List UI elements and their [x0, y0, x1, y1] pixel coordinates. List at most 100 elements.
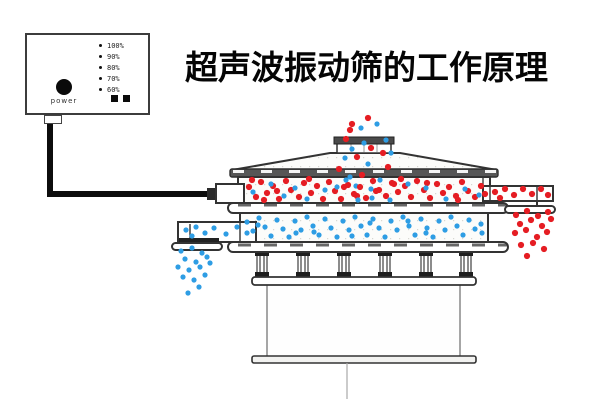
- screen-ring-lower: [227, 241, 509, 253]
- indicator-dot-icon: [99, 88, 102, 91]
- lower-chamber-fine-particle: [286, 234, 292, 240]
- upper-chamber-coarse-particle: [413, 177, 421, 185]
- right-discharge-coarse-particle: [533, 233, 541, 241]
- spring: [337, 251, 351, 277]
- upper-chamber-coarse-particle: [305, 175, 313, 183]
- left-discharge-fine-particle: [193, 259, 199, 265]
- screen-ring-upper: [227, 202, 509, 214]
- upper-chamber-fine-particle: [292, 185, 298, 191]
- upper-chamber-coarse-particle: [252, 193, 260, 201]
- upper-chamber-fine-particle: [368, 186, 374, 192]
- lower-chamber-fine-particle: [349, 233, 355, 239]
- right-discharge-coarse-particle: [511, 229, 519, 237]
- right-discharge-coarse-particle: [547, 215, 555, 223]
- upper-chamber-coarse-particle: [477, 182, 485, 190]
- right-outlet-coarse-particle: [544, 191, 552, 199]
- right-outlet-coarse-particle: [528, 190, 536, 198]
- feed-stream-particle: [348, 120, 356, 128]
- left-outlet-fine-particle: [202, 230, 208, 236]
- feed-stream-particle: [335, 165, 343, 173]
- left-outlet-fine-particle: [244, 230, 250, 236]
- upper-chamber-coarse-particle: [388, 179, 396, 187]
- lower-chamber-fine-particle: [412, 232, 418, 238]
- left-outlet-fine-particle: [183, 227, 189, 233]
- level-row: 60%: [99, 84, 124, 95]
- upper-chamber-coarse-particle: [481, 190, 489, 198]
- upper-chamber-coarse-particle: [260, 196, 268, 204]
- right-discharge-coarse-particle: [529, 239, 537, 247]
- left-discharge-fine-particle: [189, 245, 195, 251]
- level-label: 90%: [107, 52, 120, 61]
- right-discharge-coarse-particle: [543, 228, 551, 236]
- left-discharge-fine-particle: [175, 264, 181, 270]
- feed-stream-particle: [361, 140, 367, 146]
- feed-stream-particle: [358, 125, 364, 131]
- lower-chamber-fine-particle: [274, 217, 280, 223]
- lower-chamber-fine-particle: [418, 216, 424, 222]
- ultrasonic-transducer: [215, 183, 245, 204]
- level-label: 60%: [107, 85, 120, 94]
- right-outlet-coarse-particle: [501, 185, 509, 193]
- left-outlet-fine-particle: [189, 233, 195, 239]
- lower-chamber-fine-particle: [304, 214, 310, 220]
- lower-chamber-fine-particle: [460, 232, 466, 238]
- right-discharge-coarse-particle: [522, 226, 530, 234]
- feed-stream-particle: [364, 114, 372, 122]
- left-discharge-fine-particle: [185, 290, 191, 296]
- upper-chamber-fine-particle: [476, 192, 482, 198]
- lower-chamber-fine-particle: [250, 228, 256, 234]
- upper-chamber-coarse-particle: [458, 178, 466, 186]
- left-outlet-fine-particle: [211, 225, 217, 231]
- lower-chamber-fine-particle: [472, 226, 478, 232]
- right-outlet-coarse-particle: [510, 191, 518, 199]
- upper-chamber-fine-particle: [355, 197, 361, 203]
- cable-socket: [44, 115, 62, 124]
- adjust-button-up[interactable]: [111, 95, 118, 102]
- right-outlet-coarse-particle: [491, 188, 499, 196]
- lower-chamber-fine-particle: [364, 232, 370, 238]
- adjust-button-down[interactable]: [123, 95, 130, 102]
- lower-chamber-fine-particle: [436, 218, 442, 224]
- left-discharge-fine-particle: [191, 277, 197, 283]
- upper-chamber-coarse-particle: [273, 187, 281, 195]
- lower-chamber-fine-particle: [424, 225, 430, 231]
- lower-chamber-fine-particle: [382, 234, 388, 240]
- lower-chamber-fine-particle: [340, 218, 346, 224]
- upper-chamber-fine-particle: [423, 185, 429, 191]
- right-outlet-coarse-particle: [519, 185, 527, 193]
- left-discharge-fine-particle: [202, 272, 208, 278]
- right-outlet-coarse-particle: [537, 185, 545, 193]
- lower-chamber-fine-particle: [298, 227, 304, 233]
- lower-chamber-fine-particle: [244, 219, 250, 225]
- lower-chamber-fine-particle: [316, 232, 322, 238]
- right-discharge-coarse-particle: [540, 245, 548, 253]
- upper-chamber-coarse-particle: [275, 195, 283, 203]
- upper-chamber-coarse-particle: [356, 183, 364, 191]
- upper-chamber-coarse-particle: [313, 182, 321, 190]
- power-knob[interactable]: [56, 79, 72, 95]
- level-label: 70%: [107, 74, 120, 83]
- lower-chamber-fine-particle: [370, 216, 376, 222]
- feed-stream-particle: [377, 177, 383, 183]
- upper-chamber-coarse-particle: [307, 189, 315, 197]
- spring: [296, 251, 310, 277]
- upper-chamber-coarse-particle: [325, 178, 333, 186]
- upper-chamber-fine-particle: [443, 196, 449, 202]
- upper-chamber-coarse-particle: [407, 193, 415, 201]
- left-discharge-fine-particle: [197, 264, 203, 270]
- upper-chamber-coarse-particle: [362, 194, 370, 202]
- upper-chamber-coarse-particle: [282, 177, 290, 185]
- upper-chamber-fine-particle: [250, 189, 256, 195]
- right-discharge-coarse-particle: [527, 216, 535, 224]
- right-outlet-coarse-particle: [496, 194, 504, 202]
- upper-chamber-coarse-particle: [350, 190, 358, 198]
- lower-chamber-fine-particle: [346, 227, 352, 233]
- upper-chamber-coarse-particle: [319, 195, 327, 203]
- upper-chamber-fine-particle: [462, 186, 468, 192]
- lower-chamber-fine-particle: [394, 227, 400, 233]
- lower-chamber-fine-particle: [293, 230, 299, 236]
- lower-chamber-fine-particle: [358, 223, 364, 229]
- right-outlet-lip: [504, 205, 556, 214]
- upper-chamber-coarse-particle: [439, 189, 447, 197]
- feed-stream-particle: [346, 126, 354, 134]
